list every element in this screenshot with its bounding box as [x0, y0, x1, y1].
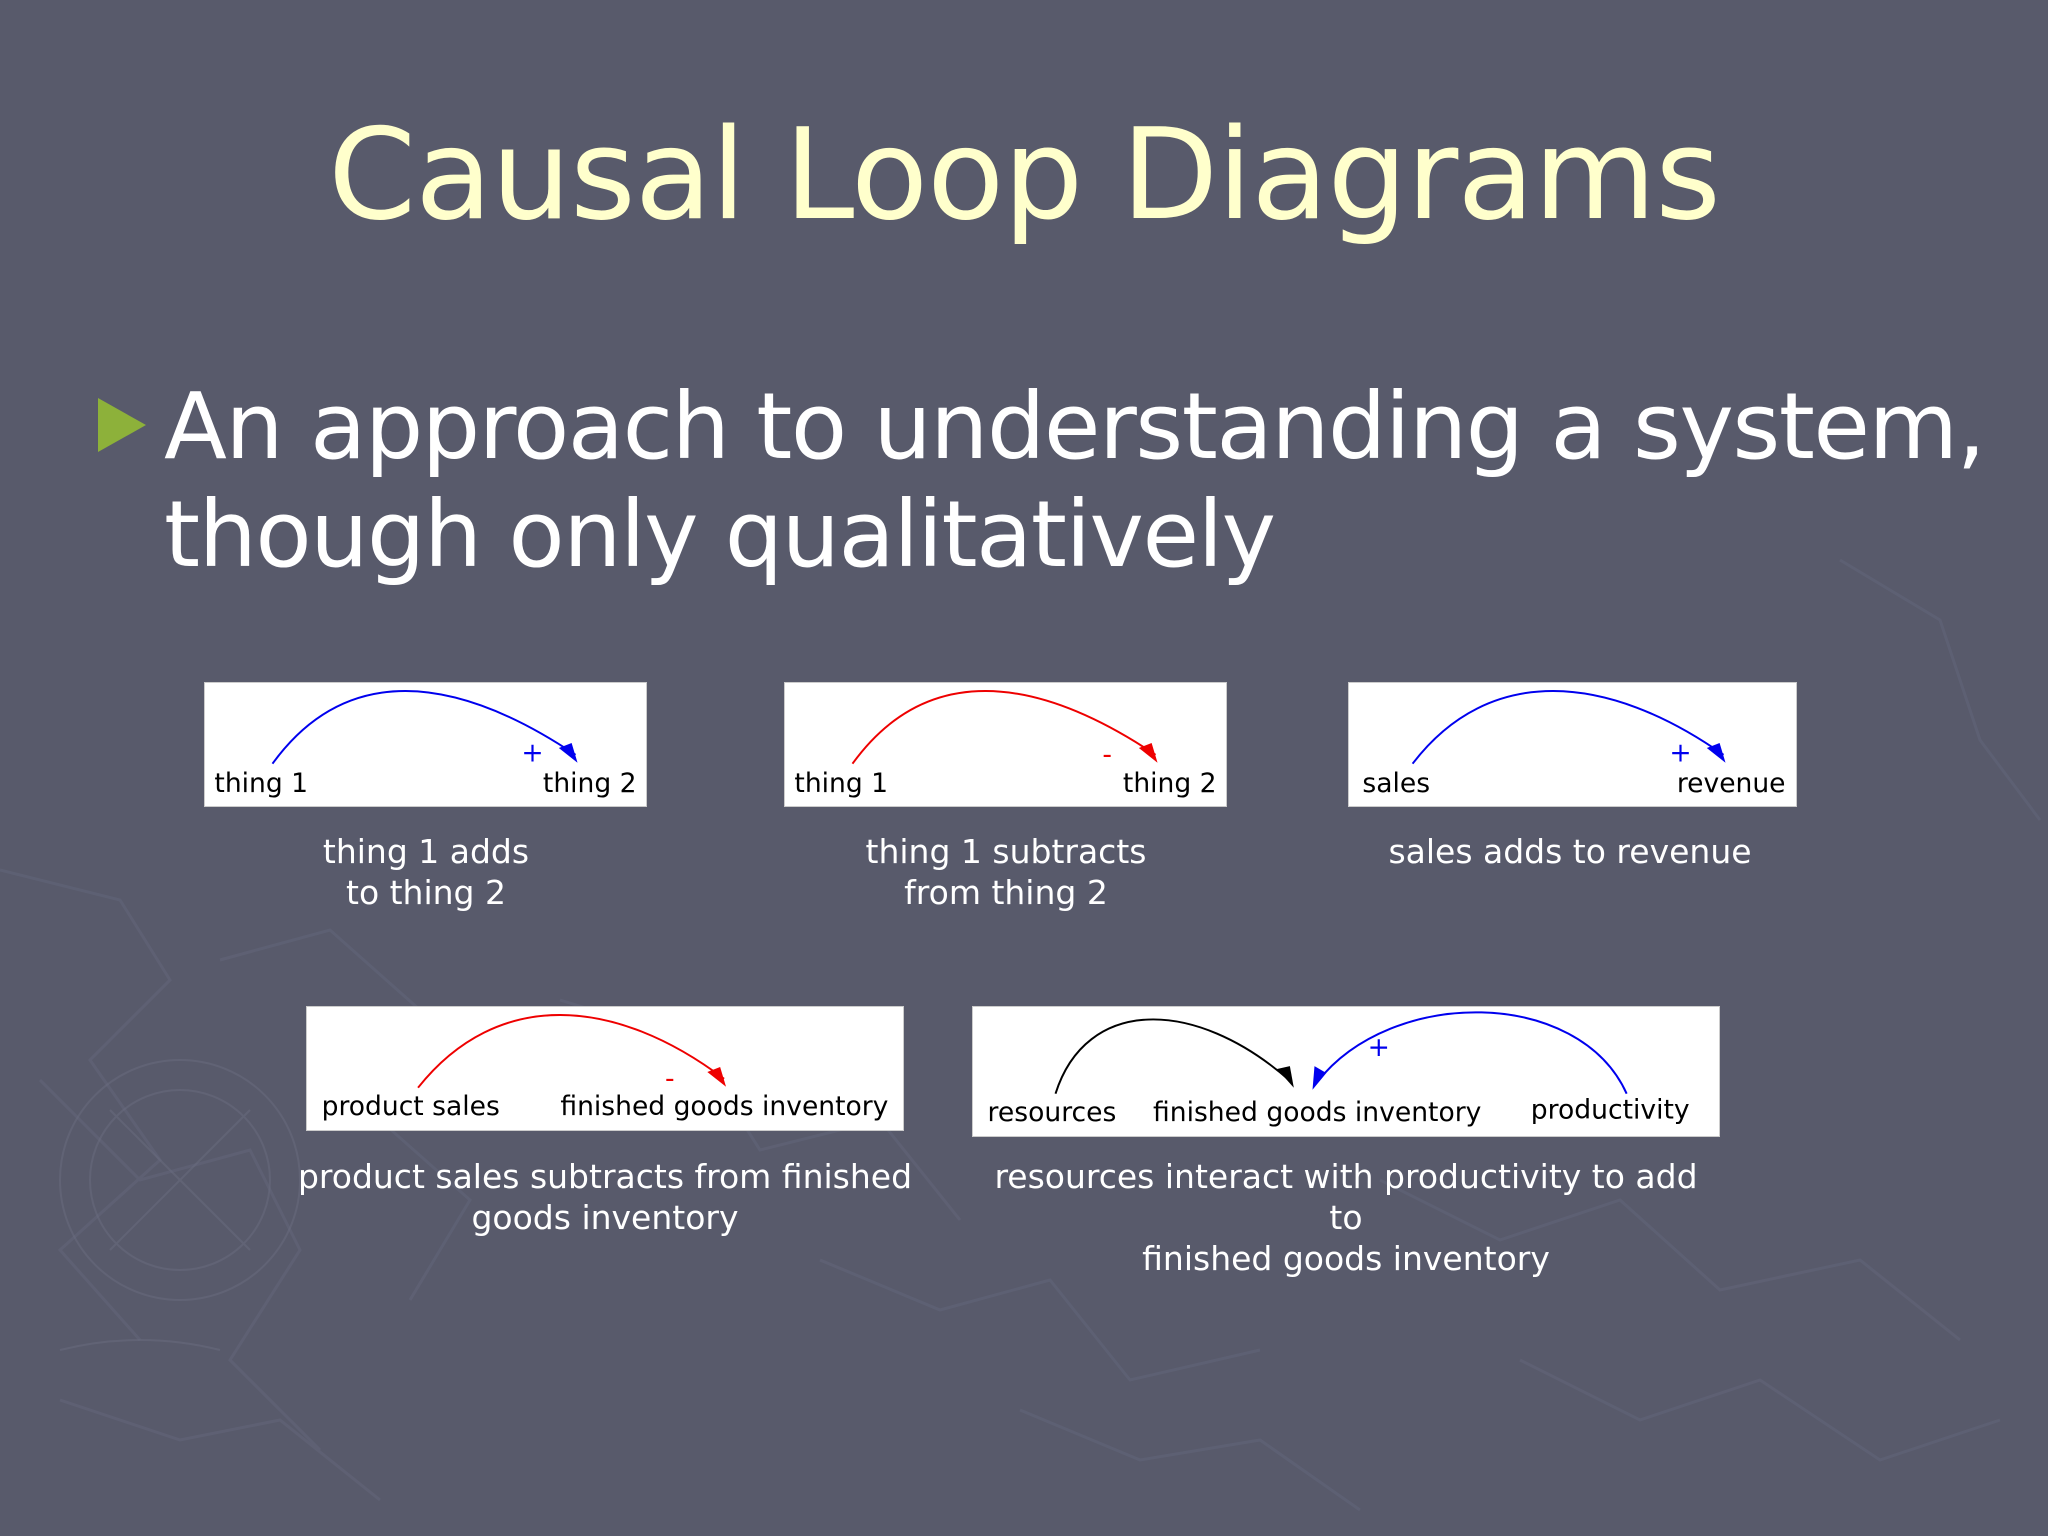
causal-link-arrow [417, 1014, 725, 1089]
productivity-label: productivity [1531, 1094, 1690, 1125]
cause-label: thing 1 [214, 768, 308, 799]
polarity-sign: - [665, 1064, 675, 1095]
arrowhead-icon [1706, 743, 1726, 763]
caption-line-1: thing 1 adds [322, 832, 530, 871]
triangle-bullet-icon [98, 398, 146, 452]
diagram-sales-revenue: + sales revenue [1348, 682, 1797, 807]
caption-resources-productivity: resources interact with productivity to … [986, 1156, 1706, 1279]
bullet-line-1: An approach to understanding a system, [164, 373, 1986, 480]
polarity-sign: + [521, 738, 543, 769]
causal-link-arrow-resources [1054, 1018, 1290, 1094]
polarity-sign: + [1368, 1032, 1390, 1063]
caption-line-1: resources interact with productivity to … [994, 1157, 1698, 1237]
caption-product-sales-inventory: product sales subtracts from finished go… [275, 1156, 935, 1238]
caption-line-1: sales adds to revenue [1388, 832, 1752, 871]
cause-label: thing 1 [794, 768, 888, 799]
bullet-line-2: though only qualitatively [164, 481, 1276, 588]
causal-link-arrow [1411, 690, 1725, 765]
diagram-thing1-subtracts: - thing 1 thing 2 [784, 682, 1227, 807]
caption-line-1: thing 1 subtracts [865, 832, 1147, 871]
arrowhead-icon [558, 743, 578, 763]
inventory-label: finished goods inventory [1153, 1097, 1481, 1128]
diagram-thing1-adds: + thing 1 thing 2 [204, 682, 647, 807]
causal-link-arrow [271, 690, 577, 765]
diagram-product-sales-inventory: - product sales finished goods inventory [306, 1006, 904, 1131]
caption-line-2: goods inventory [471, 1198, 739, 1237]
slide-title: Causal Loop Diagrams [328, 101, 1721, 248]
arrowhead-icon [1312, 1066, 1327, 1090]
caption-line-2: to thing 2 [346, 873, 506, 912]
effect-label: finished goods inventory [560, 1091, 888, 1122]
arrowhead-icon [707, 1067, 727, 1087]
diagram-resources-productivity: + resources finished goods inventory pro… [972, 1006, 1720, 1137]
caption-line-1: product sales subtracts from finished [297, 1157, 913, 1196]
caption-line-2: from thing 2 [904, 873, 1108, 912]
cause-label: sales [1362, 768, 1430, 799]
polarity-sign: - [1102, 740, 1112, 771]
polarity-sign: + [1669, 738, 1691, 769]
effect-label: revenue [1677, 768, 1786, 799]
arrowhead-icon [1277, 1066, 1294, 1088]
arrowhead-icon [1138, 743, 1158, 763]
causal-link-arrow-productivity [1316, 1011, 1628, 1095]
causal-link-arrow [851, 690, 1157, 765]
caption-line-2: finished goods inventory [1142, 1239, 1550, 1278]
effect-label: thing 2 [1123, 768, 1217, 799]
caption-sales-revenue: sales adds to revenue [1370, 831, 1770, 872]
cause-label: product sales [322, 1091, 500, 1122]
caption-thing1-adds: thing 1 adds to thing 2 [226, 831, 626, 913]
resources-label: resources [988, 1097, 1117, 1128]
bullet-text: An approach to understanding a system, t… [164, 373, 1994, 589]
caption-thing1-subtracts: thing 1 subtracts from thing 2 [806, 831, 1206, 913]
effect-label: thing 2 [543, 768, 637, 799]
